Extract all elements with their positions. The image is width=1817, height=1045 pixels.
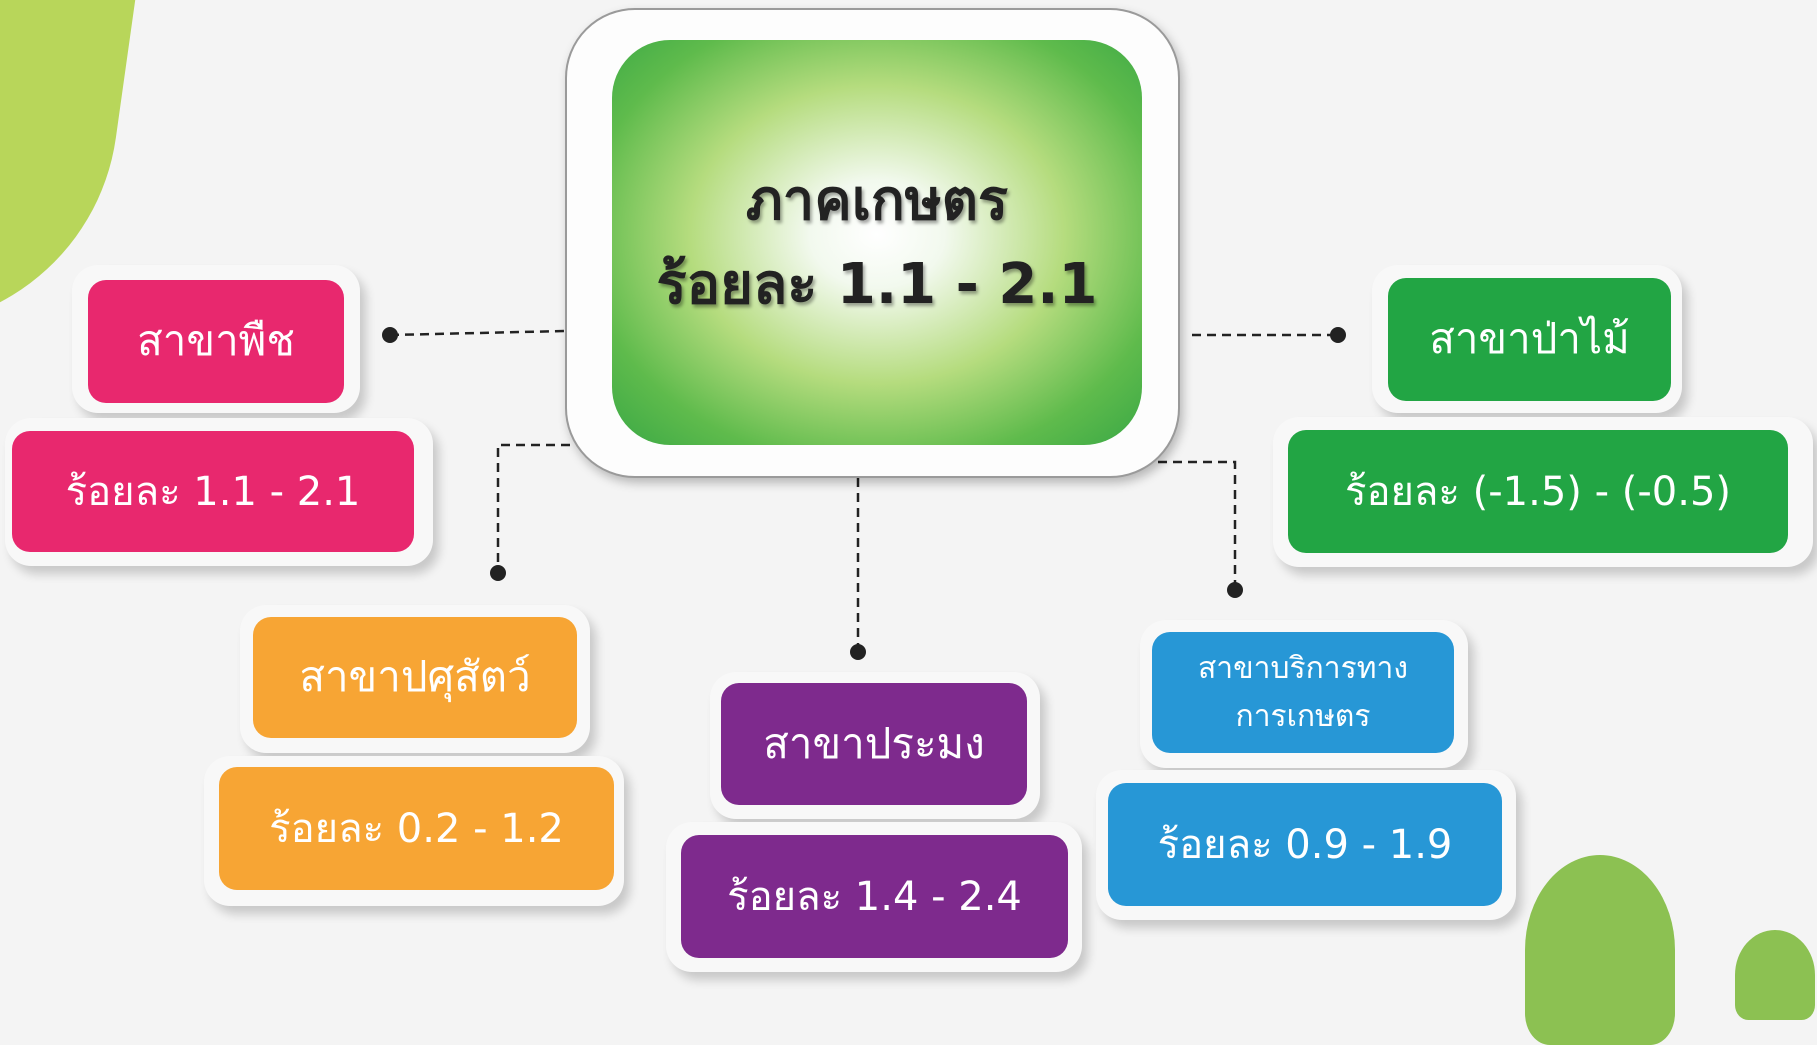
crops-name: สาขาพืช — [137, 316, 295, 366]
connector-dot-agri-services — [1227, 582, 1243, 598]
agri-services-name-line1: สาขาบริการทาง — [1197, 650, 1409, 686]
fishery-range-box: ร้อยละ 1.4 - 2.4 — [681, 835, 1068, 958]
connector-dot-fishery — [850, 644, 866, 660]
fishery-name: สาขาประมง — [763, 718, 985, 768]
crops-range: ร้อยละ 1.1 - 2.1 — [65, 468, 361, 515]
fishery-name-box: สาขาประมง — [721, 683, 1027, 805]
forestry-range: ร้อยละ (-1.5) - (-0.5) — [1344, 468, 1732, 515]
livestock-range: ร้อยละ 0.2 - 1.2 — [269, 805, 564, 852]
livestock-range-box: ร้อยละ 0.2 - 1.2 — [219, 767, 614, 890]
agri-services-range-box: ร้อยละ 0.9 - 1.9 — [1108, 783, 1502, 906]
center-range: ร้อยละ 1.1 - 2.1 — [656, 251, 1098, 317]
center-title: ภาคเกษตร — [745, 167, 1009, 233]
fishery-range: ร้อยละ 1.4 - 2.4 — [727, 873, 1022, 920]
agri-services-range: ร้อยละ 0.9 - 1.9 — [1157, 821, 1453, 868]
decorative-plant — [1525, 855, 1675, 1045]
connector-dot-crops — [382, 327, 398, 343]
livestock-name: สาขาปศุสัตว์ — [299, 652, 531, 702]
connector-livestock — [496, 443, 570, 573]
connector-agri-services — [1158, 460, 1237, 590]
connector-lines — [382, 327, 1346, 660]
crops-name-box: สาขาพืช — [88, 280, 344, 403]
connector-crops — [389, 329, 566, 337]
agri-services-name-box: สาขาบริการทาง การเกษตร — [1152, 632, 1454, 753]
livestock-name-box: สาขาปศุสัตว์ — [253, 617, 577, 738]
forestry-name: สาขาป่าไม้ — [1429, 314, 1630, 364]
connector-dot-livestock — [490, 565, 506, 581]
decorative-plant-small — [1735, 930, 1815, 1020]
connector-dot-forestry — [1330, 327, 1346, 343]
crops-range-box: ร้อยละ 1.1 - 2.1 — [12, 431, 414, 552]
forestry-range-box: ร้อยละ (-1.5) - (-0.5) — [1288, 430, 1788, 553]
agri-services-name-line2: การเกษตร — [1235, 698, 1371, 734]
forestry-name-box: สาขาป่าไม้ — [1388, 278, 1671, 401]
center-node: ภาคเกษตร ร้อยละ 1.1 - 2.1 — [612, 40, 1142, 445]
